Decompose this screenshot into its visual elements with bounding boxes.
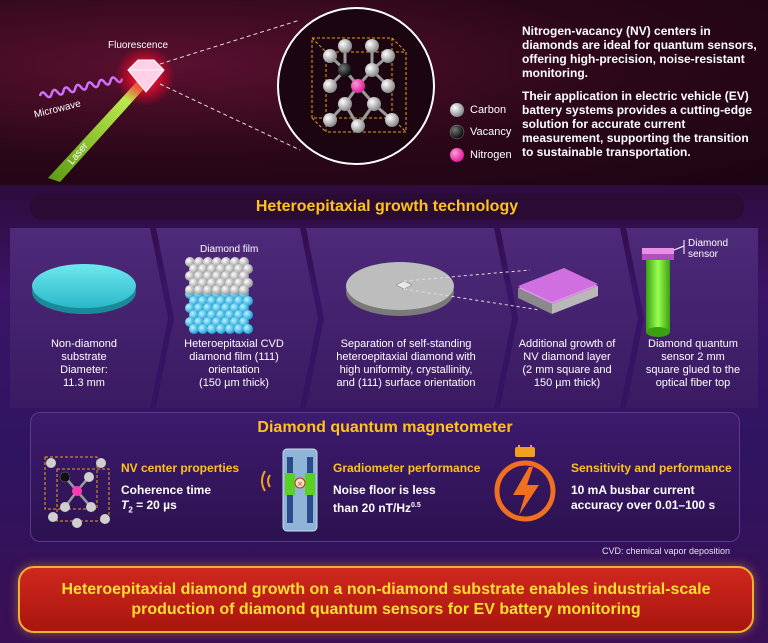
step-4-text: Additional growth of NV diamond layer (2…: [508, 338, 626, 390]
legend-nitrogen-label: Nitrogen: [470, 149, 512, 161]
step-1-line: substrate: [61, 351, 107, 363]
diamond-film-label: Diamond film: [200, 244, 259, 255]
nv-properties-text: Coherence time T2 = 20 µs: [121, 483, 211, 517]
step-2-line: Heteroepitaxial CVD: [184, 338, 284, 350]
busbar-current-line: 10 mA busbar current: [571, 483, 695, 497]
step-4-line: NV diamond layer: [523, 351, 611, 363]
step-1-line: Non-diamond: [50, 338, 118, 350]
step-3-line: heteroepitaxial diamond with: [336, 351, 476, 363]
film-atom: [194, 285, 204, 295]
film-atom: [207, 324, 217, 334]
step-5-line: Diamond quantum: [648, 338, 738, 350]
step-5-line: sensor 2 mm: [661, 351, 725, 363]
step-1-line: 11.3 mm: [63, 377, 105, 389]
legend-vacancy-label: Vacancy: [470, 126, 512, 138]
conclusion-banner: Heteroepitaxial diamond growth on a non-…: [18, 566, 754, 633]
film-atom: [243, 324, 253, 334]
nv-diamond-layer-chip: [518, 268, 598, 314]
laser-beam: [48, 76, 150, 182]
fiber-quantum-sensor: [642, 240, 685, 337]
film-atom: [185, 285, 195, 295]
diamond-sensor-label-line-2: sensor: [688, 249, 719, 260]
svg-text:×: ×: [297, 480, 303, 488]
battery-lightning-icon: [494, 445, 556, 522]
growth-steps-background: [10, 228, 758, 408]
step-2-line: (150 µm thick): [199, 377, 269, 389]
cvd-footnote: CVD: chemical vapor deposition: [602, 546, 731, 556]
noise-floor-line-1: Noise floor is less: [333, 483, 436, 497]
sensitivity-text: 10 mA busbar current accuracy over 0.01–…: [571, 483, 715, 513]
nv-illustration: [38, 7, 465, 182]
film-atom: [221, 285, 231, 295]
sensitivity-heading: Sensitivity and performance: [571, 461, 732, 475]
step-4-panel: [500, 228, 638, 408]
magnetometer-panel: Diamond quantum magnetometer NV center p…: [30, 412, 740, 542]
step-5-text: Diamond quantum sensor 2 mm square glued…: [634, 338, 752, 390]
film-atom: [198, 324, 208, 334]
film-atom: [234, 324, 244, 334]
step-3-text: Separation of self-standing heteroepitax…: [316, 338, 496, 390]
diamond-sensor-label: Diamond sensor: [688, 238, 728, 260]
microwave-wave: [38, 76, 124, 99]
non-diamond-substrate-disk: [32, 264, 136, 314]
nitrogen-atom: [351, 79, 365, 93]
t2-subscript: 2: [128, 505, 133, 515]
diamond-lattice: [311, 37, 407, 133]
film-atom: [212, 285, 222, 295]
coherence-time-value: T2 = 20 µs: [121, 498, 211, 517]
gradiometer-text: Noise floor is less than 20 nT/Hz0.5: [333, 483, 436, 516]
step-4-line: Additional growth of: [518, 338, 616, 350]
t2-symbol: T: [121, 498, 129, 512]
intro-paragraph-2: Their application in electric vehicle (E…: [522, 89, 753, 159]
step-1-line: Diameter:: [60, 364, 108, 376]
nv-properties-heading: NV center properties: [121, 461, 240, 475]
legend-carbon-icon: [450, 103, 464, 117]
intro-text: Nitrogen-vacancy (NV) centers in diamond…: [522, 24, 758, 168]
legend-carbon-label: Carbon: [470, 104, 507, 116]
film-atom: [230, 285, 240, 295]
self-standing-diamond-disk: [346, 262, 541, 316]
film-atom: [225, 324, 235, 334]
magnetometer-title: Diamond quantum magnetometer: [257, 419, 513, 436]
t2-value: = 20 µs: [132, 498, 177, 512]
step-3-line: high uniformity, crystallinity,: [339, 364, 473, 376]
step-2-line: diamond film (111): [189, 351, 279, 363]
gradiometer-icon: ×: [261, 448, 318, 532]
step-1-text: Non-diamond substrate Diameter: 11.3 mm: [20, 338, 148, 390]
step-4-line: 150 µm thick): [533, 377, 601, 389]
diamond-sensor-label-line-1: Diamond: [688, 238, 729, 249]
step-2-text: Heteroepitaxial CVD diamond film (111) o…: [160, 338, 308, 390]
diamond-film-stack: [185, 257, 253, 334]
film-atom: [239, 285, 249, 295]
film-atom: [203, 285, 213, 295]
step-3-line: Separation of self-standing: [340, 338, 472, 350]
noise-floor-value: than 20 nT/Hz: [333, 501, 412, 515]
diamond-gem: [127, 59, 165, 93]
conclusion-text: Heteroepitaxial diamond growth on a non-…: [61, 580, 711, 618]
step-5-line: optical fiber top: [655, 377, 731, 389]
fluorescence-label: Fluorescence: [108, 40, 169, 51]
noise-floor-line-2: than 20 nT/Hz0.5: [333, 498, 436, 516]
accuracy-line: accuracy over 0.01–100 s: [571, 498, 716, 512]
intro-paragraph-1: Nitrogen-vacancy (NV) centers in diamond…: [522, 24, 757, 80]
film-atom: [216, 324, 226, 334]
step-2-line: orientation: [208, 364, 260, 376]
legend-nitrogen-icon: [450, 148, 464, 162]
vacancy-atom: [338, 63, 352, 77]
step-3-line: and (111) surface orientation: [336, 377, 476, 389]
coherence-time-label: Coherence time: [121, 483, 212, 497]
legend-vacancy-icon: [449, 124, 465, 140]
noise-floor-exponent: 0.5: [411, 502, 421, 509]
gradiometer-heading: Gradiometer performance: [333, 461, 481, 475]
growth-section-title: Heteroepitaxial growth technology: [30, 194, 744, 220]
film-atom: [189, 324, 199, 334]
nv-lattice-icon: [44, 456, 110, 528]
step-5-line: square glued to the: [645, 364, 741, 376]
step-4-line: (2 mm square and: [522, 364, 612, 376]
